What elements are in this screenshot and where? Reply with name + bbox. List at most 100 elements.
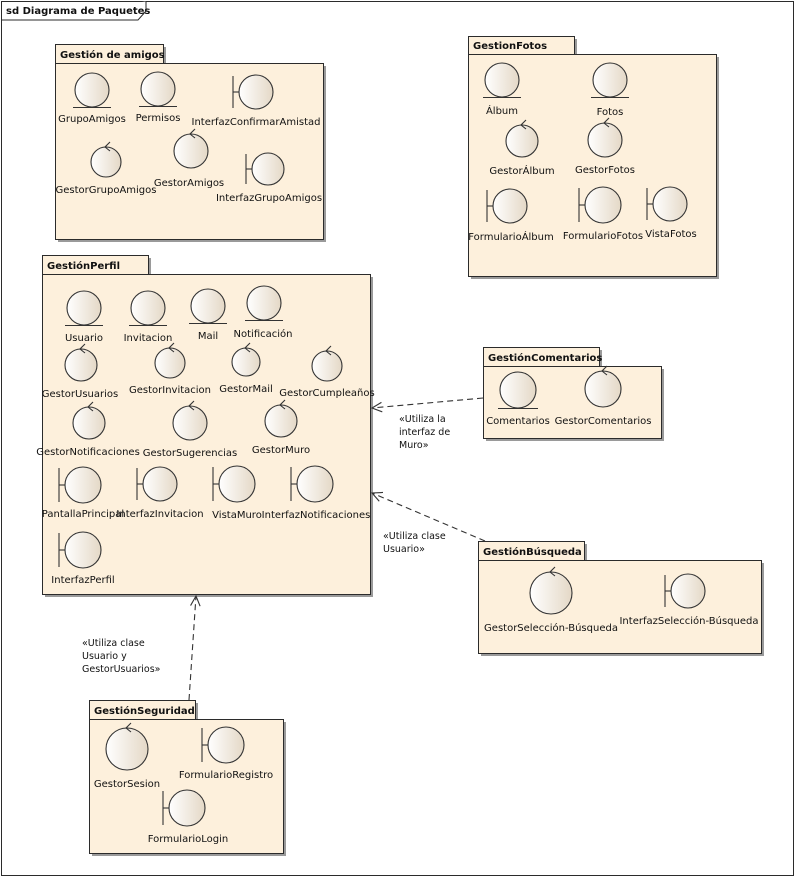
package-name: Gestión de amigos [60, 49, 165, 61]
element-label: FormularioFotos [563, 231, 643, 242]
dependency-note: Usuario y [82, 651, 127, 662]
element-label: Comentarios [486, 416, 550, 427]
element-label: GestorÁlbum [489, 164, 554, 177]
boundary-formulariofotos[interactable]: FormularioFotos [563, 186, 643, 242]
entity-grupoamigos[interactable]: GrupoAmigos [58, 72, 126, 125]
control-gestormail[interactable]: GestorMail [219, 342, 273, 395]
control-gestoramigos[interactable]: GestorAmigos [154, 128, 224, 189]
control-gestormuro[interactable]: GestorMuro [252, 399, 310, 456]
dependency-arrowhead [370, 401, 383, 413]
element-label: FormularioLogin [148, 834, 228, 845]
entity-usuario[interactable]: Usuario [65, 290, 103, 344]
dependency-line [371, 397, 484, 409]
boundary-interfazperfil[interactable]: InterfazPerfil [51, 531, 115, 586]
boundary-icon [58, 531, 102, 569]
element-label: Permisos [136, 113, 181, 124]
element-label: Álbum [486, 104, 518, 117]
package-gestion-seguridad[interactable]: GestiónSeguridadGestorSesionFormularioRe… [89, 700, 287, 857]
boundary-vistamuro[interactable]: VistaMuro [212, 465, 262, 521]
element-label: VistaMuro [212, 510, 262, 521]
boundary-interfaznotificaciones[interactable]: InterfazNotificaciones [262, 465, 371, 521]
control-gestorseleccion-busqueda[interactable]: GestorSelección-Búsqueda [484, 566, 618, 634]
control-gestoralbum[interactable]: GestorÁlbum [489, 119, 555, 177]
entity-permisos[interactable]: Permisos [136, 71, 181, 124]
control-icon [311, 345, 343, 382]
element-label: Notificación [234, 328, 293, 340]
element-label: GrupoAmigos [58, 114, 126, 125]
entity-album[interactable]: Álbum [483, 62, 521, 117]
control-icon [90, 141, 122, 178]
entity-icon [65, 290, 103, 327]
entity-icon [129, 290, 167, 327]
control-gestorcomentarios[interactable]: GestorComentarios [555, 365, 652, 427]
boundary-interfazinvitacion[interactable]: InterfazInvitacion [116, 466, 204, 520]
control-icon [231, 342, 261, 377]
package-name: GestionFotos [473, 41, 547, 52]
boundary-interfazconfirmaramistad[interactable]: InterfazConfirmarAmistad [192, 74, 321, 128]
entity-fotos[interactable]: Fotos [591, 62, 629, 118]
entity-icon [498, 371, 538, 410]
control-gestorgrupoamigos[interactable]: GestorGrupoAmigos [56, 141, 157, 196]
boundary-formulariologin[interactable]: FormularioLogin [148, 789, 228, 845]
entity-icon [591, 62, 629, 99]
element-label: Fotos [597, 107, 624, 118]
control-gestornotificaciones[interactable]: GestorNotificaciones [36, 401, 140, 458]
element-label: Mail [198, 331, 218, 342]
package-name: GestiónPerfil [47, 260, 120, 272]
control-icon [264, 399, 298, 438]
diagram-frame-title: sd Diagrama de Paquetes [6, 6, 150, 17]
entity-mail[interactable]: Mail [189, 288, 227, 342]
entity-comentarios[interactable]: Comentarios [486, 371, 550, 427]
element-label: GestorSelección-Búsqueda [484, 622, 618, 634]
control-gestorsesion[interactable]: GestorSesion [94, 722, 160, 790]
control-gestorfotos[interactable]: GestorFotos [575, 117, 635, 176]
boundary-icon [201, 726, 245, 764]
package-body [478, 560, 762, 654]
boundary-formularioregistro[interactable]: FormularioRegistro [179, 726, 273, 781]
package-gestion-busqueda[interactable]: GestiónBúsquedaGestorSelección-BúsquedaI… [478, 541, 765, 657]
control-icon [584, 365, 622, 408]
element-label: GestorNotificaciones [36, 447, 140, 458]
control-icon [154, 342, 186, 379]
boundary-formularioalbum[interactable]: FormularioÁlbum [468, 188, 554, 243]
element-label: GestorAmigos [154, 178, 224, 189]
dependency-arrowhead [190, 594, 201, 607]
element-label: InterfazConfirmarAmistad [192, 117, 321, 128]
entity-icon [139, 71, 177, 108]
element-label: InterfazSelección-Búsqueda [619, 615, 758, 627]
element-label: GestorMuro [252, 445, 310, 456]
control-gestorusuarios[interactable]: GestorUsuarios [42, 343, 118, 400]
entity-invitacion[interactable]: Invitacion [124, 290, 173, 344]
entity-icon [483, 62, 521, 99]
element-label: FormularioRegistro [179, 770, 273, 781]
element-label: InterfazGrupoAmigos [216, 193, 322, 204]
boundary-icon [162, 789, 206, 827]
package-name: GestiónComentarios [488, 352, 602, 364]
control-gestorcumpleanos[interactable]: GestorCumpleaños [279, 345, 375, 399]
package-name: GestiónSeguridad [94, 705, 195, 717]
element-label: FormularioÁlbum [468, 230, 554, 243]
package-name: GestiónBúsqueda [483, 546, 582, 558]
entity-notificacion[interactable]: Notificación [234, 285, 293, 340]
boundary-vistafotos[interactable]: VistaFotos [645, 186, 697, 240]
dependency-line [188, 595, 197, 701]
boundary-icon [212, 465, 256, 503]
dependency-note: interfaz de [399, 427, 450, 438]
boundary-pantallaprincipal[interactable]: PantallaPrincipal [42, 466, 124, 520]
boundary-icon [664, 573, 706, 609]
boundary-interfazseleccion-busqueda[interactable]: InterfazSelección-Búsqueda [619, 573, 759, 627]
control-icon [505, 119, 539, 158]
control-gestorinvitacion[interactable]: GestorInvitacion [129, 342, 211, 396]
element-label: InterfazPerfil [51, 575, 114, 586]
control-gestorsugerencias[interactable]: GestorSugerencias [143, 400, 237, 459]
boundary-interfazgrupoamigos[interactable]: InterfazGrupoAmigos [216, 152, 322, 204]
entity-icon [189, 288, 227, 325]
